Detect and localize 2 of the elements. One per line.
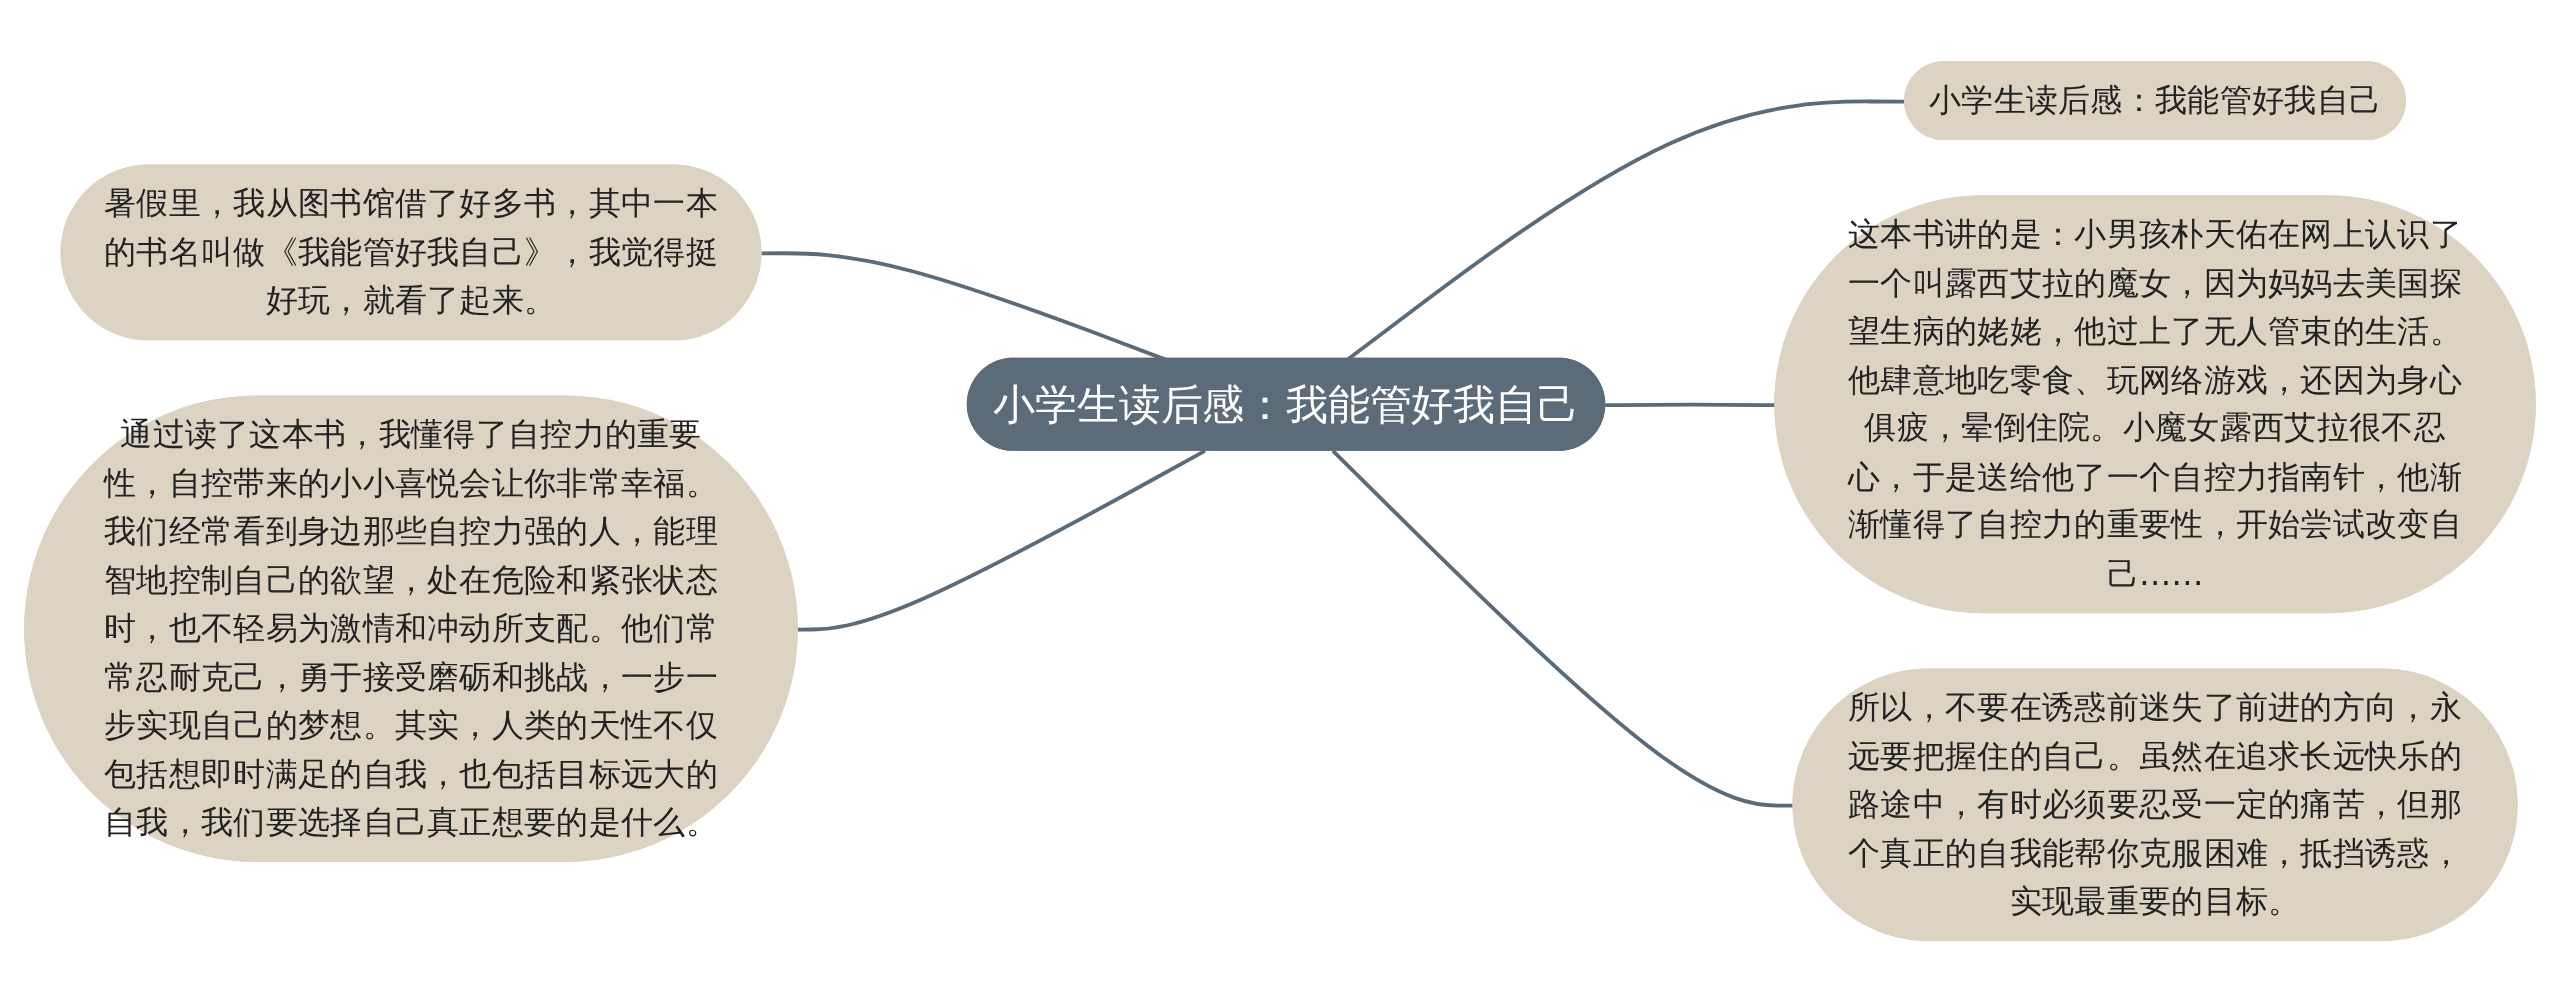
connector (797, 448, 1206, 632)
mind-map: 小学生读后感：我能管好我自己 暑假里，我从图书馆借了好多书，其中一本的书名叫做《我能管好我自己》，我觉得挺好玩，就看了起来。 通过读了这本书，我懂得了自控力的重要性，自控带来的小小喜悦会让你非常幸福。我们经常看到身边那些自控力强的人，能理智地控制自己的欲望，处在危险和紧张状态时，也不轻易为激情和冲动所支配。他们常常忍耐克己，勇于接受磨砺和挑战，一步一步实现自己的梦想。其实，人类的天性不仅包括想即时满足的自我，也包括目标远大的自我，我们要选择自己真正想要的是什么。 小学生读后感：我能管好我自己 这本书讲的是：小男孩朴天佑在网上认识了一个叫露西艾拉的魔女，因为妈妈去美国探望生病的姥姥，他过上了无人管束的生活。他肆意地吃零食、玩网络游戏，还因为身心俱疲，晕倒住院。小魔女露西艾拉很不忍心，于是送给他了一个自控力指南针，他渐渐懂得了自控力的重要性，开始尝试改变自己…… 所以，不要在诱惑前迷失了前进的方向，永远要把握住的自己。虽然在追求长远快乐的路途中，有时必须要忍受一定的痛苦，但那个真正的自我能帮你克服困难，抵挡诱惑，实现最重要的目标。 (10, 46, 2550, 956)
